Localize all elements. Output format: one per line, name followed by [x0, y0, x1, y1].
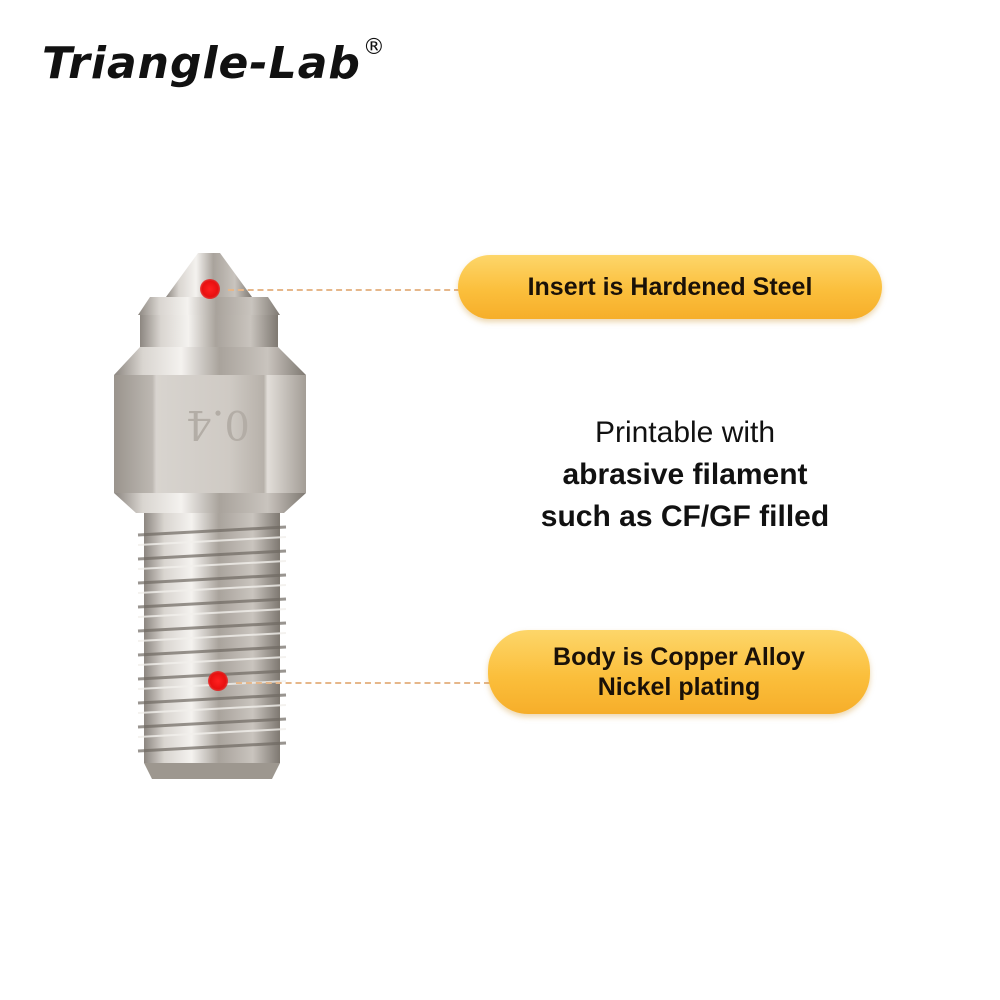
description-text: Printable with abrasive filament such as…	[500, 412, 870, 538]
callout-body-line-1: Body is Copper Alloy	[553, 643, 805, 671]
callout-body: Body is Copper Alloy Nickel plating	[488, 630, 870, 714]
leader-line-insert	[228, 289, 460, 291]
description-line-3: such as CF/GF filled	[540, 500, 830, 533]
leader-line-body	[236, 682, 490, 684]
callout-insert: Insert is Hardened Steel	[458, 255, 882, 319]
marker-insert	[200, 279, 220, 299]
brand-logo: Triangle-Lab®	[42, 35, 386, 89]
registered-mark: ®	[362, 35, 386, 61]
marker-body	[208, 671, 228, 691]
brand-name: Triangle-Lab	[42, 38, 361, 89]
description-line-2: abrasive filament	[562, 458, 808, 491]
svg-text:0.4: 0.4	[186, 401, 250, 447]
nozzle-image: 0.4	[114, 253, 306, 779]
description-line-1: Printable with	[594, 416, 776, 449]
callout-body-line-2: Nickel plating	[597, 673, 761, 701]
callout-insert-label: Insert is Hardened Steel	[527, 272, 813, 301]
